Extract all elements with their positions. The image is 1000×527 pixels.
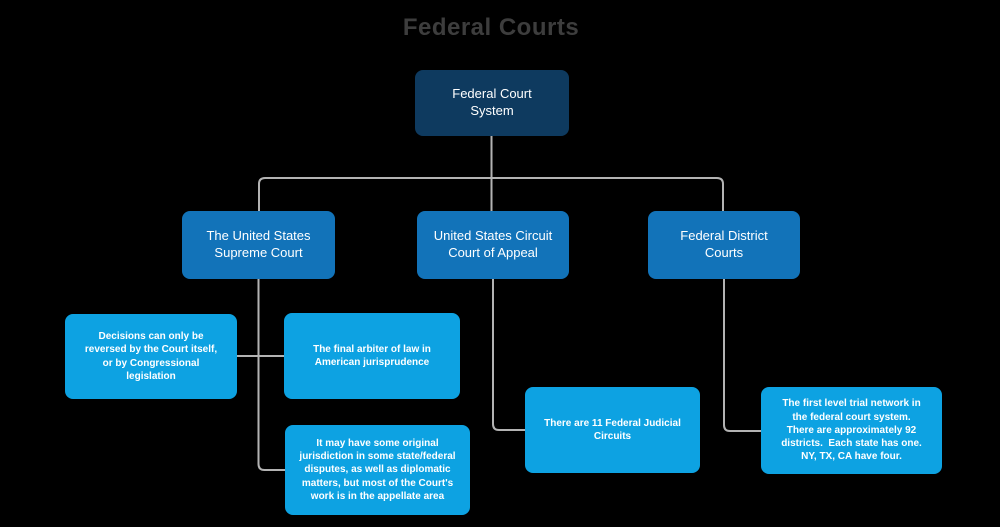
note-first-level-trial-network: The first level trial network in the fed… (761, 387, 942, 474)
note-11-judicial-circuits-label: There are 11 Federal Judicial Circuits (544, 417, 681, 442)
note-original-jurisdiction-label: It may have some original jurisdiction i… (299, 437, 456, 502)
note-11-judicial-circuits: There are 11 Federal Judicial Circuits (525, 387, 700, 473)
connector-circuit-subtree (492, 279, 525, 431)
note-final-arbiter-label: The final arbiter of law in American jur… (313, 343, 431, 368)
note-first-level-trial-network-label: The first level trial network in the fed… (781, 398, 922, 463)
note-original-jurisdiction: It may have some original jurisdiction i… (285, 425, 470, 515)
note-decisions-reversal-label: Decisions can only be reversed by the Co… (84, 330, 218, 382)
node-us-supreme-court-label: The United States Supreme Court (206, 228, 311, 260)
note-final-arbiter: The final arbiter of law in American jur… (284, 313, 460, 399)
node-circuit-court-of-appeal-label: United States Circuit Court of Appeal (433, 228, 553, 260)
connector-supreme-subtree (257, 279, 285, 471)
node-us-supreme-court: The United States Supreme Court (182, 211, 335, 279)
diagram-title: Federal Courts (402, 14, 580, 41)
node-federal-court-system-label: Federal Court System (452, 86, 532, 118)
node-circuit-court-of-appeal: United States Circuit Court of Appeal (417, 211, 569, 279)
node-federal-court-system: Federal Court System (415, 70, 569, 136)
node-federal-district-courts-label: Federal District Courts (680, 228, 768, 260)
connector-district-subtree (723, 279, 761, 432)
node-federal-district-courts: Federal District Courts (648, 211, 800, 279)
note-decisions-reversal: Decisions can only be reversed by the Co… (65, 314, 237, 399)
connector-children-bar (258, 177, 724, 211)
